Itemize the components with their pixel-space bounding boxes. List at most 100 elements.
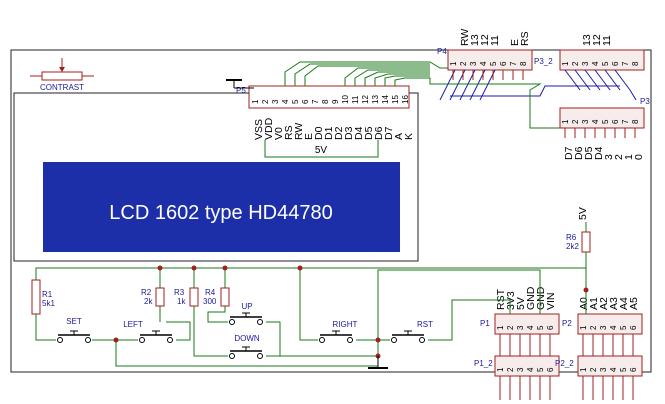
p4-signal-0: RW [459, 29, 471, 46]
p3-pin-4: 4 [591, 119, 600, 124]
p5-pin-4: 4 [281, 99, 290, 104]
header-leads [452, 70, 636, 400]
p4-pin-6: 6 [499, 61, 508, 66]
p1-signal-0: RST [495, 288, 507, 310]
r6-name: R6 [566, 233, 577, 242]
p1-pin-2: 2 [506, 325, 515, 330]
p3-2-label: P3_2 [534, 57, 553, 66]
p5-pin-11: 11 [351, 95, 360, 104]
lcd-5v-label: 5V [315, 145, 328, 156]
p1-2-pin-5: 5 [536, 367, 545, 372]
p1-signal-2: 5V [515, 297, 527, 310]
p2-pin-3: 3 [599, 325, 608, 330]
p5-pin-12: 12 [361, 95, 370, 104]
p2-2-pin-5: 5 [619, 367, 628, 372]
keypad-ground-symbol [368, 356, 388, 369]
r1-name: R1 [42, 290, 53, 299]
lcd-signal-10: D4 [353, 126, 365, 140]
lcd-screen [43, 162, 400, 252]
p3-2-pin-6: 6 [611, 61, 620, 66]
lcd-signal-1: VDD [263, 117, 275, 140]
p5-pin-2: 2 [261, 99, 270, 104]
up-button[interactable] [229, 312, 263, 325]
down-button[interactable] [229, 346, 263, 359]
p2-signal-1: A1 [588, 297, 600, 310]
left-button[interactable] [139, 330, 173, 343]
p2-2-pin-2: 2 [589, 367, 598, 372]
p1-pin-1: 1 [496, 325, 505, 330]
p4-pin-4: 4 [479, 61, 488, 66]
p4-pin-5: 5 [489, 61, 498, 66]
p3-2-header [559, 49, 645, 71]
r2-value: 2k [144, 297, 153, 306]
p3-label: P3 [640, 97, 650, 106]
contrast-label: CONTRAST [40, 83, 84, 92]
set-button[interactable] [57, 330, 91, 343]
p3-signal-5: 2 [613, 154, 625, 160]
p2-pin-2: 2 [589, 325, 598, 330]
p3-pin-7: 7 [621, 119, 630, 124]
p3-2-pin-8: 8 [631, 61, 640, 66]
p2-signal-2: A2 [598, 297, 610, 310]
p5-pin-14: 14 [381, 95, 390, 104]
p3-signal-6: 1 [623, 154, 635, 160]
p1-signal-5: VIN [545, 292, 557, 310]
lcd-signal-5: E [303, 133, 315, 140]
lcd-signal-0: VSS [253, 119, 265, 140]
p4-header [447, 49, 533, 71]
p2-signal-0: A0 [578, 297, 590, 310]
p1-pin-5: 5 [536, 325, 545, 330]
p3-signal-3: D4 [593, 146, 605, 160]
down-button-label: DOWN [234, 334, 260, 343]
p4-signal-4: E [509, 39, 521, 46]
p2-pin-6: 6 [629, 325, 638, 330]
p1-signal-4: GND [535, 286, 547, 310]
lcd-ground-symbol [226, 79, 254, 89]
p3-signal-2: D5 [583, 146, 595, 160]
lcd-caption: LCD 1602 type HD44780 [109, 202, 332, 224]
lcd-signal-13: D7 [383, 126, 395, 140]
p1-label: P1 [480, 319, 490, 328]
p1-2-pin-2: 2 [506, 367, 515, 372]
lcd-signal-9: D3 [343, 126, 355, 140]
rst-button[interactable] [391, 330, 425, 343]
p3-2-pin-5: 5 [601, 61, 610, 66]
p2-2-pin-6: 6 [629, 367, 638, 372]
right-button[interactable] [319, 330, 353, 343]
rst-button-label: RST [417, 320, 433, 329]
p2-pin-5: 5 [619, 325, 628, 330]
lcd-signal-7: D1 [323, 126, 335, 140]
p4-signal-2: 12 [479, 34, 491, 46]
lcd-signal-4: RW [293, 123, 305, 140]
p3-2-signal-1: 12 [591, 34, 603, 46]
r1-value: 5k1 [42, 299, 55, 308]
p2-2-label: P2_2 [555, 359, 574, 368]
set-button-label: SET [66, 317, 82, 326]
p1-2-pin-1: 1 [496, 367, 505, 372]
p3-pin-5: 5 [601, 119, 610, 124]
p4-pin-8: 8 [519, 61, 528, 66]
p5-pin-8: 8 [321, 99, 330, 104]
p1-signal-3: GND [525, 286, 537, 310]
p3-pin-1: 1 [561, 119, 570, 124]
right-button-label: RIGHT [333, 320, 358, 329]
p4-pin-7: 7 [509, 61, 518, 66]
p5-pin-13: 13 [371, 95, 380, 104]
p4-pin-1: 1 [449, 61, 458, 66]
lcd-signal-8: D2 [333, 126, 345, 140]
p4-pin-3: 3 [469, 61, 478, 66]
p3-header [559, 107, 645, 129]
p2-pin-4: 4 [609, 325, 618, 330]
p5-pin-15: 15 [391, 95, 400, 104]
r4-resistor [220, 287, 230, 307]
